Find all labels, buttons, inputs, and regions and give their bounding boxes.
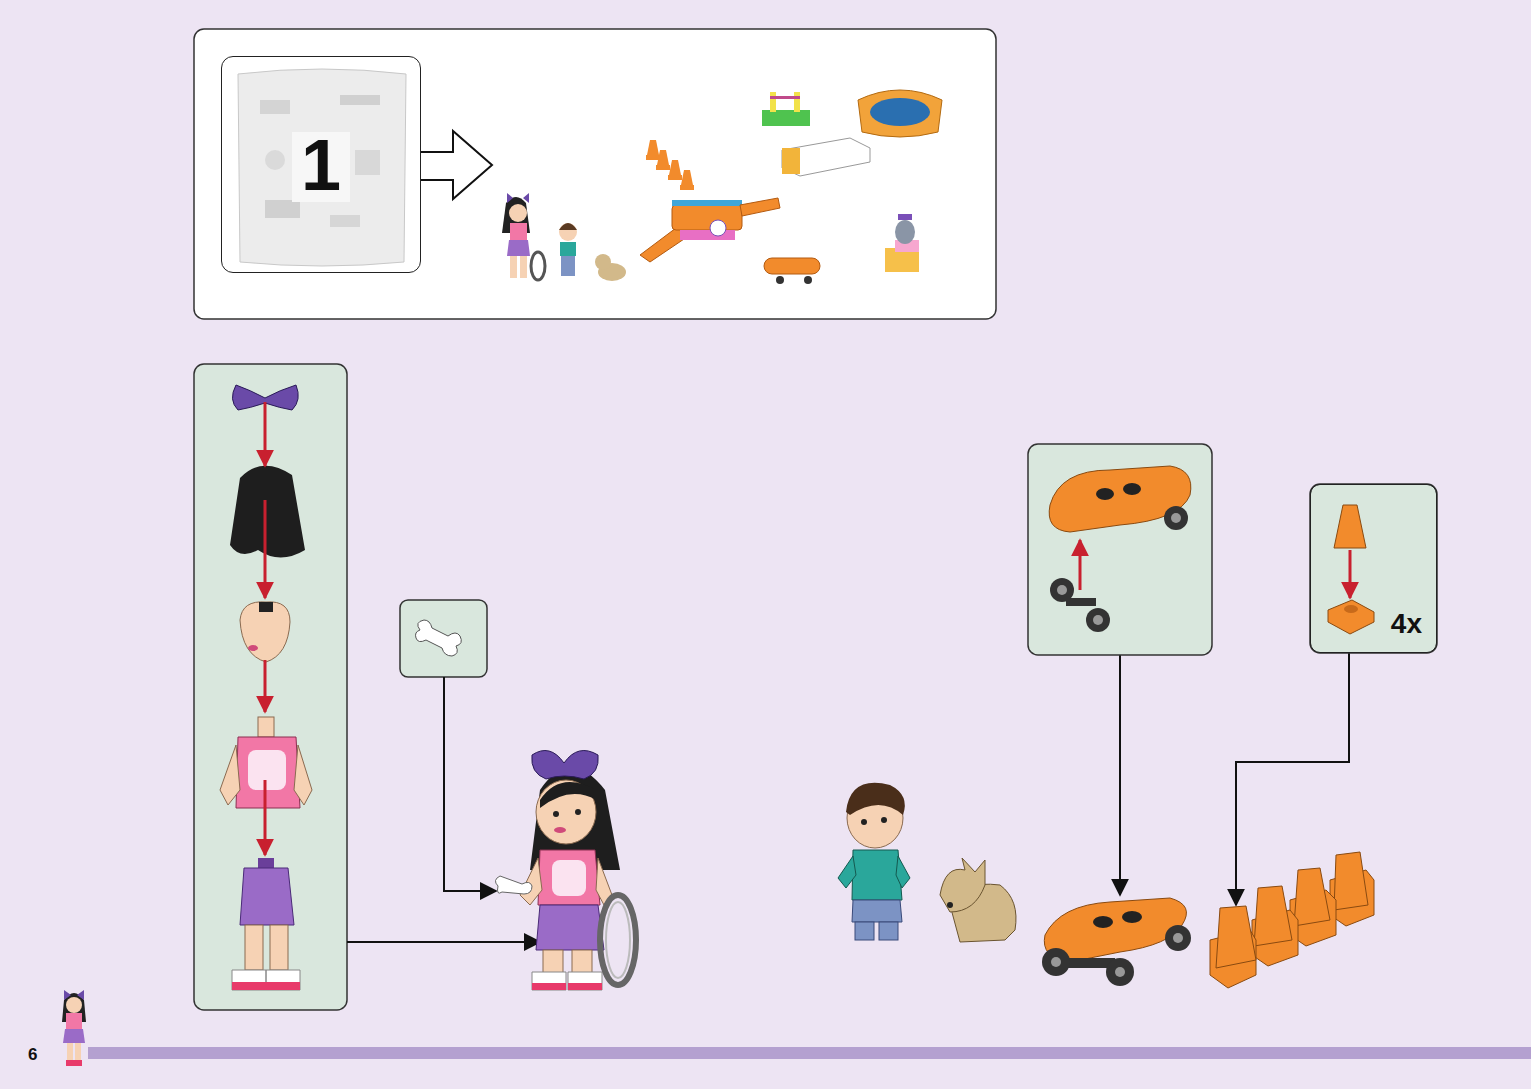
assembly-arrows [264, 402, 267, 855]
traffic-cones [1210, 852, 1374, 988]
step-arrow [421, 131, 492, 199]
subassembly-box [194, 364, 347, 1010]
bag-number: 1 [301, 129, 341, 201]
minifigure-parts [220, 385, 312, 990]
page-number: 6 [28, 1046, 37, 1063]
preview-items [497, 90, 942, 284]
parts-bag [238, 69, 406, 266]
subassembly-box [1028, 444, 1212, 655]
skateboard [1042, 898, 1191, 986]
bone-piece [416, 620, 462, 656]
skateboard-parts [1049, 466, 1191, 632]
dog-figure [940, 858, 1016, 942]
bag-panel [194, 29, 996, 319]
quantity-label: 4x [1391, 610, 1422, 638]
page-figure [62, 990, 86, 1066]
page-bar [88, 1047, 1531, 1059]
quantity-box: 4x [1310, 484, 1437, 653]
girl-minifigure [495, 751, 636, 991]
bag-box: 1 [221, 56, 421, 273]
boy-minifigure [838, 783, 910, 940]
cone-parts [1328, 505, 1374, 634]
subassembly-box [1310, 484, 1437, 653]
subassembly-box [400, 600, 487, 677]
placement-lines [347, 653, 1349, 942]
